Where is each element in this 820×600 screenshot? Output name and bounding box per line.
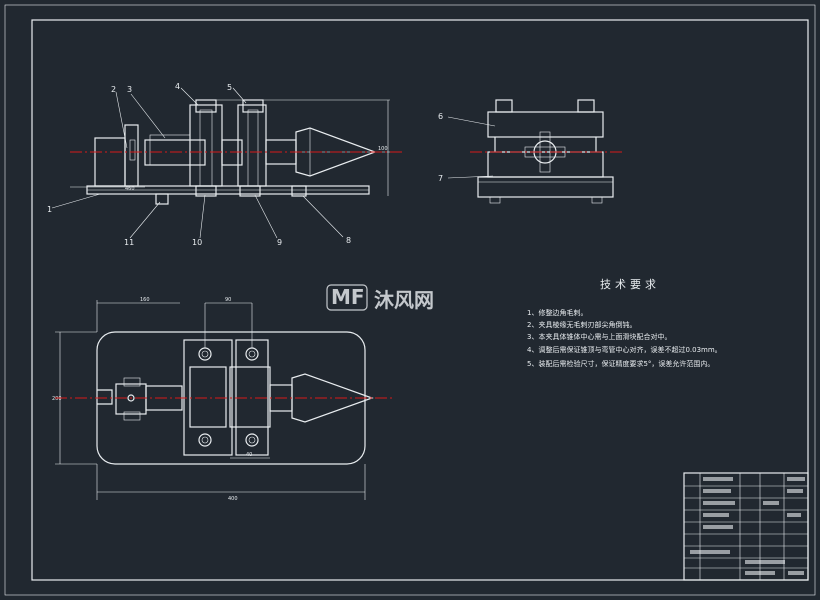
dim-overall-width: 400 [228, 496, 238, 502]
side-part-label-6: 6 [438, 112, 443, 121]
tech-req-title: 技术要求 [600, 278, 660, 291]
part-label-11: 11 [124, 238, 134, 247]
svg-text:460: 460 [125, 186, 135, 192]
svg-text:100: 100 [378, 146, 388, 152]
part-label-1: 1 [47, 205, 52, 214]
dim-slot: 40 [246, 452, 252, 458]
tech-req-item-4: 4、调整后需保证锥顶与弯管中心对齐，误差不超过0.03mm。 [527, 345, 722, 354]
dim-height: 200 [52, 396, 62, 402]
part-label-4: 4 [175, 82, 180, 91]
part-label-3: 3 [127, 85, 132, 94]
top-view: 160 90 400 200 40 [52, 297, 395, 502]
watermark: MF 沐风网 [326, 284, 434, 312]
tech-req-item-5: 5、装配后需检验尺寸，保证精度要求5°，误差允许范围内。 [527, 359, 714, 368]
tech-req-item-2: 2、夹具棱缘无毛刺刃部尖角倒钝。 [527, 320, 636, 329]
tech-req-item-1: 1、修整边角毛刺。 [527, 308, 587, 317]
part-label-9: 9 [277, 238, 282, 247]
front-view: 100 460 2 3 4 5 1 11 10 9 8 [47, 82, 402, 247]
dim-left-offset: 160 [140, 297, 150, 303]
outer-border [4, 4, 816, 596]
technical-requirements: 技术要求 1、修整边角毛刺。 2、夹具棱缘无毛刺刃部尖角倒钝。 3、本夹具体锥体… [527, 278, 722, 368]
part-label-2: 2 [111, 85, 116, 94]
dim-center-gap: 90 [225, 297, 231, 303]
part-label-10: 10 [192, 238, 202, 247]
title-block [683, 472, 809, 581]
part-label-8: 8 [346, 236, 351, 245]
watermark-logo: MF [331, 285, 365, 309]
side-part-label-7: 7 [438, 174, 443, 183]
tech-req-item-3: 3、本夹具体锥体中心需与上面滑块配合对中。 [527, 332, 671, 341]
drawing-frame [31, 19, 809, 581]
watermark-text: 沐风网 [374, 288, 434, 312]
part-label-5: 5 [227, 83, 232, 92]
side-view: 6 7 [438, 99, 622, 204]
